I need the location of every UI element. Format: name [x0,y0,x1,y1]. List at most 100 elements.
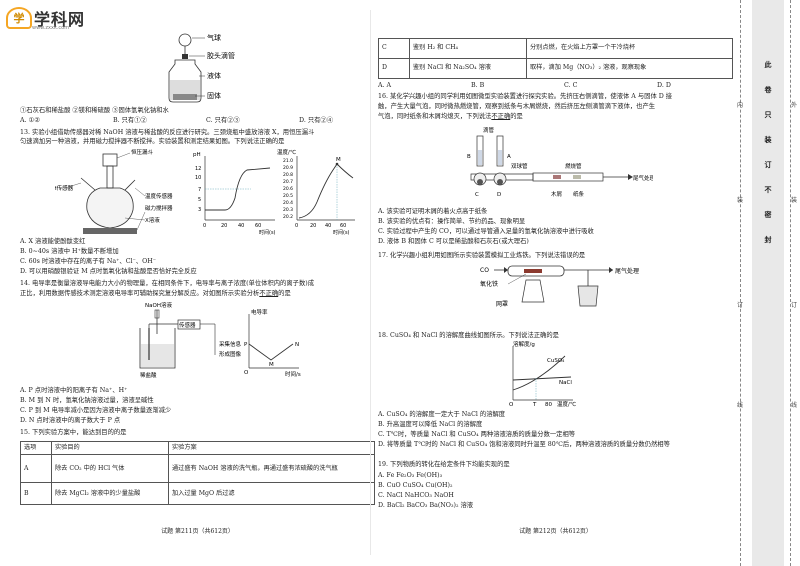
binding-label: 内 [737,102,744,109]
binding-char: 只 [764,111,772,119]
label-solid: 固体 [207,91,221,100]
q18-solubility-chart: 溶解度/g CuSO₄ NaCl O T 80 温度/℃ [509,340,576,408]
q18-stem: 18. CuSO₄ 和 NaCl 的溶解度曲线如图所示。下列说法正确的是 [378,332,559,339]
temp-ytick: 20.9 [283,165,293,171]
q14-stem-emphasis: 不正确 [259,290,279,297]
q18-cuso4-label: CuSO₄ [547,358,565,364]
q15-options: A. A B. B C. C D. D [378,82,733,90]
temp-xtick: 60 [340,223,346,229]
q18-option-d: D. 将等质量 T℃时的 NaCl 和 CuSO₄ 饱和溶液同时升温至 80℃后… [378,441,670,448]
q18-option-c: C. T℃时，等质量 NaCl 和 CuSO₄ 两种溶液溶质的质量分数一定相等 [378,431,576,438]
q13-diagram: 恒压漏斗 pH传感器 温度传感器 磁力搅拌器 X溶液 pH 12 10 7 5 … [55,148,355,236]
binding-char: 此 [764,61,772,69]
binding-label: 线 [737,402,744,409]
table-cell: B [20,482,52,506]
ph-ylabel: pH [193,152,201,158]
label-dropper: 胶头滴管 [207,51,235,60]
temp-ytick: 20.8 [283,172,293,178]
temp-xtick: 40 [325,223,331,229]
binding-label: 线 [791,402,798,409]
q14-stem-line-1: 14. 电导率是衡量溶液导电能力大小的物理量，在相同条件下，电导率与离子浓度(单… [20,280,314,287]
label-ph-sensor: pH传感器 [55,184,74,192]
column-divider [370,10,371,555]
ph-curve [205,167,271,211]
label-naoh: NaOH溶液 [145,301,172,309]
q18-option-a: A. CuSO₄ 的溶解度一定大于 NaCl 的溶解度 [378,411,506,418]
q15-stem: 15. 下列实验方案中，能达到目的的是 [20,429,127,436]
binding-dashed-line-outer [790,0,791,566]
q16-option-c: C. 实验过程中产生的 CO，可以通过导管通入足量的氢氧化钠溶液中进行吸收 [378,228,594,235]
ph-xlabel: 时间(s) [259,229,276,236]
label-dropper: 滴管 [483,126,495,134]
q18-80-tick: 80 [545,402,552,408]
q13-option-c: C. 60s 时溶液中存在的离子有 Na⁺、Cl⁻、OH⁻ [20,258,157,265]
label-burner-tube: 燃烧管 [565,162,582,170]
temp-ytick: 21.0 [283,158,293,164]
q14-origin: O [244,370,249,376]
label-exhaust: 尾气处理 [633,174,653,182]
binding-dashed-line-inner [740,0,741,566]
temp-xlabel: 时间(s) [333,229,350,236]
table-cell: 除去 MgCl₂ 溶液中的少量盐酸 [51,482,169,506]
q12-options: A. ①② B. 只有①② C. 只有②③ D. 只有②④ [20,117,375,125]
table-cell: C [378,38,410,59]
q19-stem: 19. 下列物质的转化在给定条件下均能实现的是 [378,461,510,468]
binding-char: 封 [764,236,772,244]
table-header-cell: 实验方案 [168,440,375,456]
q13-ph-chart: pH 12 10 7 5 3 0 20 40 60 时间(s) [193,152,276,236]
q15-option-c: C. C [564,82,578,89]
q15-option-d: D. D [657,82,671,89]
label-liquid: 液体 [207,71,221,80]
q14-option-d: D. N 点时溶液中的离子数大于 P 点 [20,417,121,424]
table-row: D 鉴别 NaCl 和 Na₂SO₄ 溶液 取样，滴加 Mg（NO₃）₂ 溶液，… [378,58,733,79]
binding-warning-text: 此 卷 只 装 订 不 密 封 [752,60,784,245]
q13-stem-line-1: 13. 实验小组借助传感器对稀 NaOH 溶液与稀盐酸的反应进行研究。三颈烧瓶中… [20,129,315,136]
label-paper: 纸条 [573,190,585,198]
temp-point-m: M [336,157,341,163]
q14-stem-line-2: 正比，利用数据传感技术测定溶液电导率可辅助探究复分解反应。对如图所示实验分析不正… [20,290,375,298]
q16-stem-line-2: 触，产生大量气泡，同时微热燃烧管，观察到纸条与木屑燃烧，然后挤压左侧滴管滴下液体… [378,103,656,110]
q14-diagram: NaOH溶液 传感器 稀盐酸 采集信息 形成图像 电导率 时间/s P M N … [139,301,301,379]
temp-ytick: 20.4 [283,200,293,206]
ph-xtick: 20 [221,223,227,229]
table-cell: 除去 CO₂ 中的 HCl 气体 [51,454,169,484]
q15-table: 选项 实验目的 实验方案 A 除去 CO₂ 中的 HCl 气体 通过盛有 NaO… [20,440,375,506]
binding-char: 卷 [764,86,772,94]
right-page-footer: 试题 第212页（共612页） [519,528,592,535]
binding-char: 不 [764,186,772,194]
binding-label: 装 [791,197,798,204]
right-column: C 鉴别 H₂ 和 CH₄ 分别点燃，在火焰上方罩一个干冷烧杯 D 鉴别 NaC… [378,0,733,566]
q16-stem-line-1: 16. 某化学兴趣小组的同学利用如图微型实验装置进行探究实验。先挤压右侧滴管，使… [378,93,673,100]
q17-stem: 17. 化学兴趣小组利用如图所示实验装置模拟工业炼铁。下列说法错误的是 [378,252,586,259]
binding-label: 外 [791,102,798,109]
q15-option-b: B. B [471,82,485,89]
q18-t-tick: T [532,402,537,408]
ph-ytick: 5 [198,197,201,203]
logo-name: 学科网 [34,10,86,29]
binding-char: 装 [764,136,772,144]
temp-xtick: 0 [295,223,298,229]
binding-label: 订 [791,302,798,309]
q19-option-b: B. CuO CuSO₄ Cu(OH)₂ [378,482,453,489]
table-row: C 鉴别 H₂ 和 CH₄ 分别点燃，在火焰上方罩一个干冷烧杯 [378,38,733,59]
left-page-footer: 试题 第211页（共612页） [161,528,234,535]
q18-xlabel: 温度/℃ [557,400,576,408]
q17-diagram: CO 氧化铁 网罩 尾气处理 [480,265,639,308]
q13-stem-line-2: 匀速滴加另一种溶液，并用磁力搅拌器不断搅拌。实验装置和测定结果如图。下列说法正确… [20,138,285,145]
label-acid: 稀盐酸 [140,371,157,379]
q15-table-part1: 选项 实验目的 实验方案 A 除去 CO₂ 中的 HCl 气体 通过盛有 NaO… [20,440,375,506]
q12-option-a: A. ①② [20,117,40,124]
left-column: 气球 胶头滴管 液体 固体 ①石灰石和稀盐酸 ②镁和稀硫酸 ③固体氢氧化钠和水 … [20,0,375,566]
q13-temp-chart: 温度/℃ 21.0 20.9 20.8 20.7 20.6 20.5 20.4 … [277,148,355,236]
temp-ytick: 20.2 [283,214,293,220]
label-funnel: 恒压漏斗 [131,148,154,156]
label-net: 网罩 [496,301,508,308]
table-row: A 除去 CO₂ 中的 HCl 气体 通过盛有 NaOH 溶液的洗气瓶，再通过盛… [20,454,375,484]
label-exhaust: 尾气处理 [615,267,639,275]
label-co: CO [480,267,489,274]
q18-option-b: B. 升高温度可以降低 NaCl 的溶解度 [378,421,483,428]
temp-ytick: 20.7 [283,179,293,185]
ph-ytick: 3 [198,207,201,213]
q14-point-p: P [244,342,248,348]
